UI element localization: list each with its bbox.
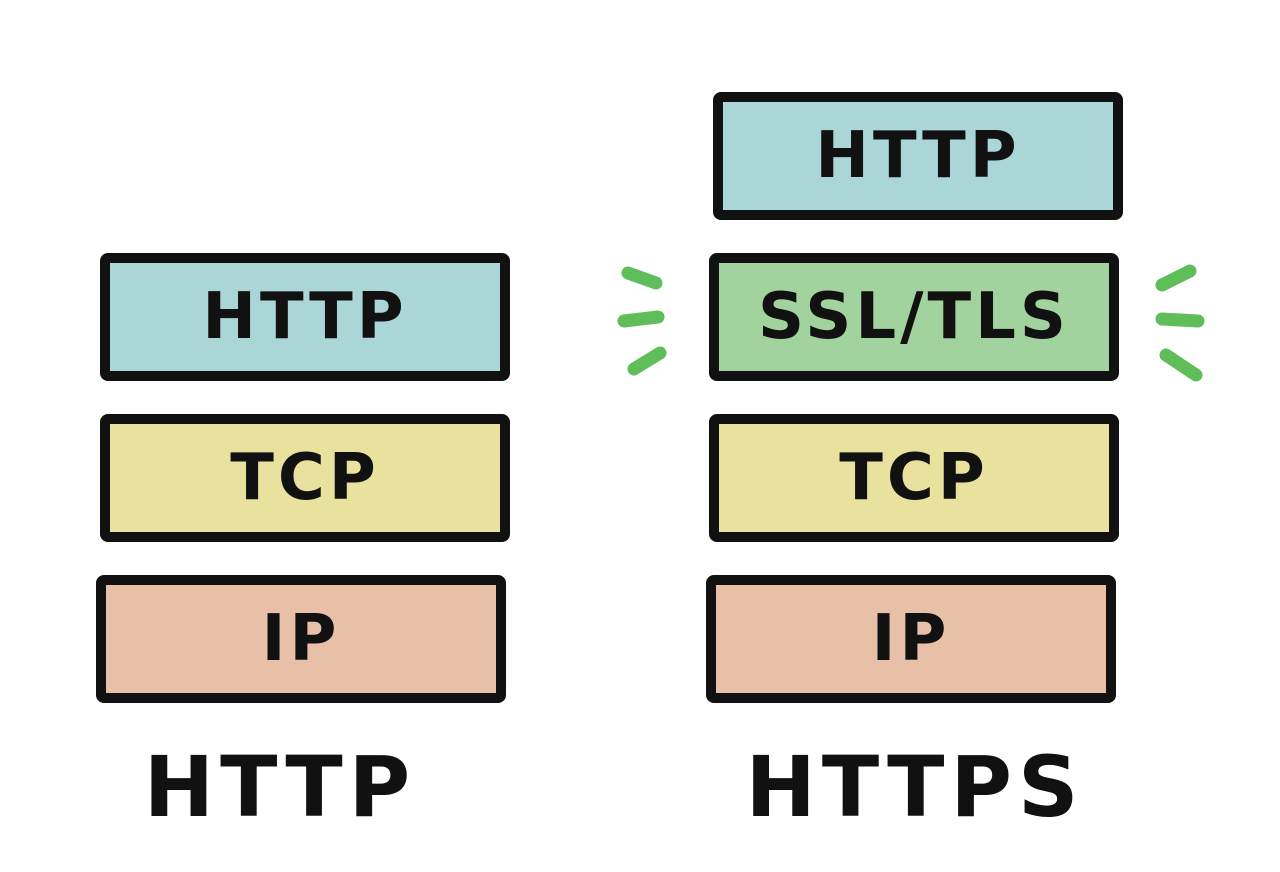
ssl-highlight-rays-left [617, 266, 667, 376]
right-stack-caption: HTTPS [745, 738, 1085, 836]
left-layer-http: HTTP [100, 253, 510, 381]
glow-ray [621, 266, 663, 290]
left-layer-tcp: TCP [100, 414, 510, 542]
right-layer-ssl-tls: SSL/TLS [709, 253, 1119, 381]
ssl-highlight-rays-right [1155, 264, 1205, 382]
glow-ray [617, 310, 665, 328]
glow-ray [1159, 348, 1203, 382]
right-layer-http: HTTP [713, 92, 1123, 220]
glow-ray [627, 346, 667, 376]
glow-ray [1155, 312, 1205, 328]
right-layer-ip: IP [706, 575, 1116, 703]
right-layer-tcp: TCP [709, 414, 1119, 542]
left-stack-caption: HTTP [143, 738, 417, 836]
left-layer-ip: IP [96, 575, 506, 703]
glow-ray [1155, 264, 1197, 292]
